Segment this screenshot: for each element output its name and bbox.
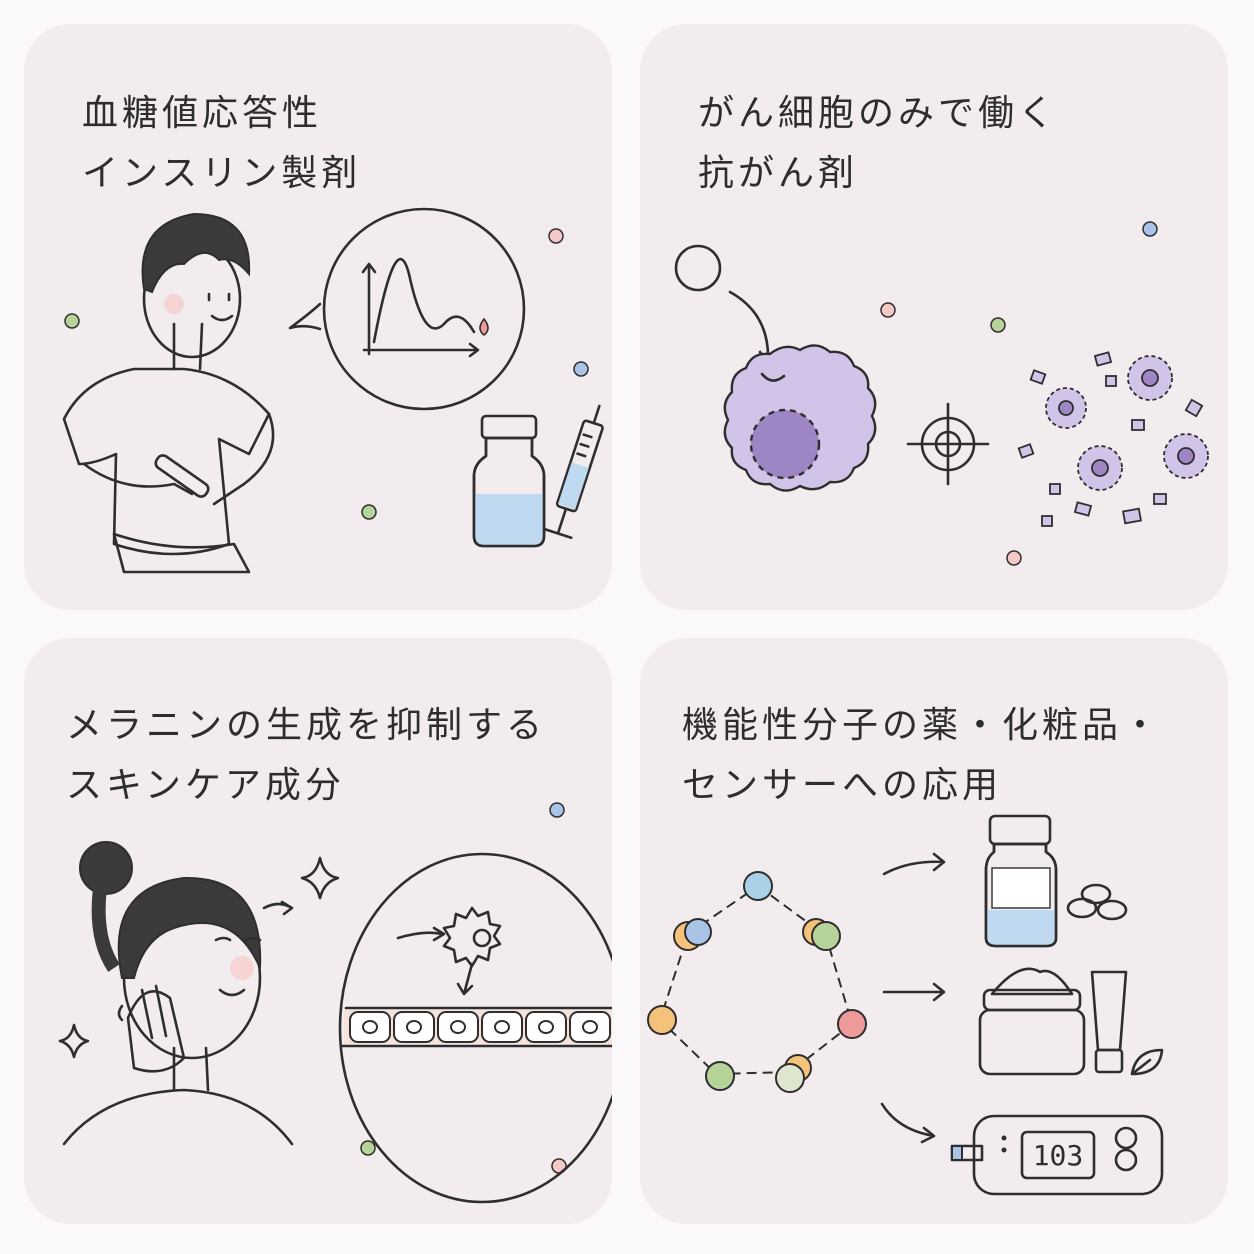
panel-applications: 機能性分子の薬・化粧品・ センサーへの応用 [640,638,1228,1224]
title-line: 血糖値応答性 [82,93,323,134]
syringe-icon [543,404,604,540]
blood-drop-icon [479,317,489,337]
glucose-meter-icon [950,1114,1164,1196]
sparkle-icon [300,856,340,900]
molecule-ring-icon [647,871,867,1093]
panel-title-anticancer: がん細胞のみで働く 抗がん剤 [698,84,1058,204]
glucose-graph-icon [288,207,526,411]
panel-title-applications: 機能性分子の薬・化粧品・ センサーへの応用 [682,696,1162,816]
panel-insulin: 血糖値応答性 インスリン製剤 [24,24,612,610]
title-line: 機能性分子の薬・化粧品・ [682,705,1163,746]
title-line: 抗がん剤 [698,153,859,194]
title-line: スキンケア成分 [66,765,345,806]
title-line: がん細胞のみで働く [698,93,1059,134]
cancer-cell-icon [723,344,877,492]
woman-touching-face-icon [62,841,294,1146]
cream-jar-icon [978,967,1086,1076]
panel-anticancer: がん細胞のみで働く 抗がん剤 [640,24,1228,610]
fragmented-cells-icon [1017,351,1209,527]
title-line: メラニンの生成を抑制する [66,705,547,746]
skin-layer-icon [340,1006,612,1048]
leaf-icon [1130,1048,1164,1076]
title-line: センサーへの応用 [682,765,1003,806]
target-crosshair-icon [906,402,990,486]
melanin-cell-icon [338,852,612,1204]
panel-skincare: メラニンの生成を抑制する スキンケア成分 [24,638,612,1224]
meter-display: 103 [1033,1139,1084,1172]
panel-title-insulin: 血糖値応答性 インスリン製剤 [82,84,361,204]
sparkle-icon [58,1023,90,1059]
pills-icon [1066,883,1128,921]
medicine-bottle-icon [984,814,1058,948]
vial-icon [472,414,546,548]
title-line: インスリン製剤 [82,153,362,194]
panel-title-skincare: メラニンの生成を抑制する スキンケア成分 [66,696,546,816]
person-injecting-icon [62,212,275,574]
tube-icon [1090,970,1128,1074]
